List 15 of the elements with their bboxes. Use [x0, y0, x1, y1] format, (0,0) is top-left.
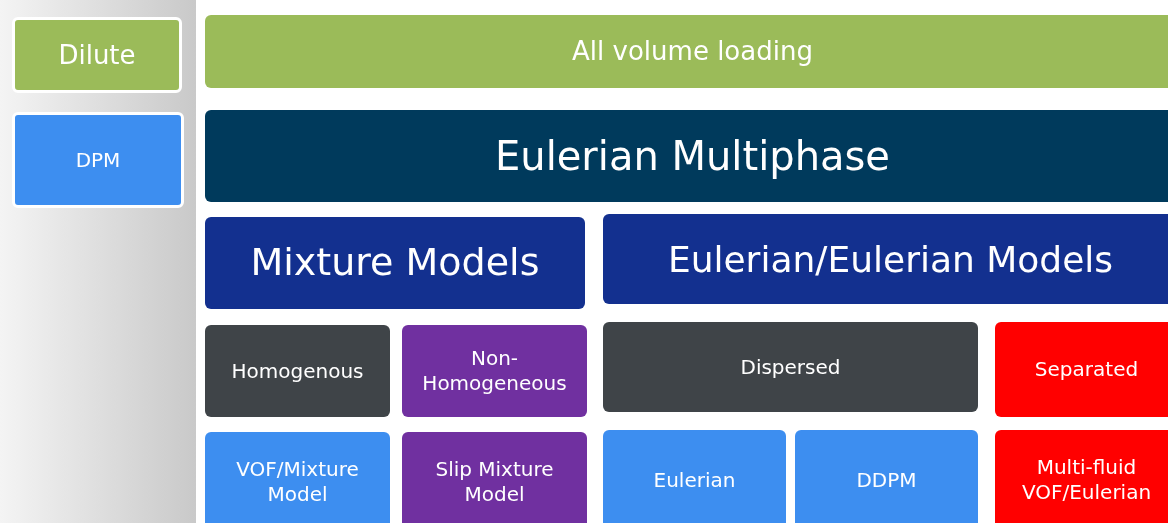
model-box: VOF/Mixture Model: [205, 432, 390, 523]
header-box: Eulerian Multiphase: [205, 110, 1168, 202]
category-box: All volume loading: [205, 15, 1168, 88]
category-box: Dilute: [12, 17, 182, 93]
category-box: Eulerian/Eulerian Models: [603, 214, 1168, 304]
model-box: Multi-fluid VOF/Eulerian: [995, 430, 1168, 523]
category-box: Separated: [995, 322, 1168, 417]
category-box: Non-Homogeneous: [402, 325, 587, 417]
category-box: Dispersed: [603, 322, 978, 412]
category-box: Mixture Models: [205, 217, 585, 309]
category-box: Homogenous: [205, 325, 390, 417]
model-box: DDPM: [795, 430, 978, 523]
model-box: DPM: [12, 112, 184, 208]
model-box: Slip Mixture Model: [402, 432, 587, 523]
model-box: Eulerian: [603, 430, 786, 523]
